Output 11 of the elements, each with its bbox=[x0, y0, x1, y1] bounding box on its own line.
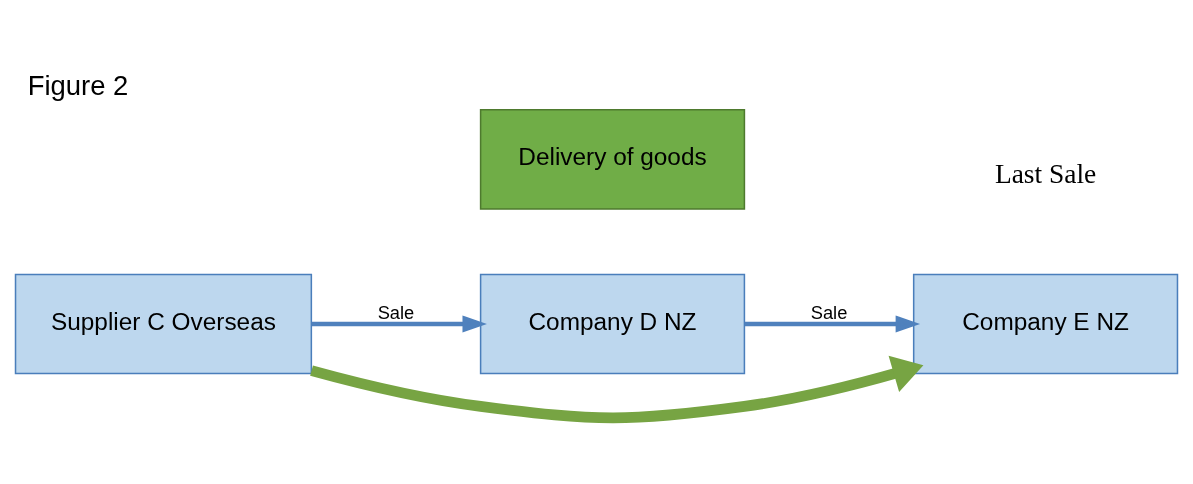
edge-label: Sale bbox=[810, 301, 848, 323]
arrow bbox=[310, 355, 924, 423]
node-box: Company D NZ bbox=[479, 273, 746, 374]
label: Last Sale bbox=[994, 158, 1097, 189]
node-box: Supplier C Overseas bbox=[14, 273, 313, 374]
node-box: Company E NZ bbox=[912, 273, 1179, 374]
node-box: Delivery of goods bbox=[479, 108, 746, 210]
arrow bbox=[744, 315, 921, 333]
arrow bbox=[311, 315, 487, 333]
diagram-title: Figure 2 bbox=[27, 69, 129, 101]
edge-label: Sale bbox=[377, 301, 415, 323]
